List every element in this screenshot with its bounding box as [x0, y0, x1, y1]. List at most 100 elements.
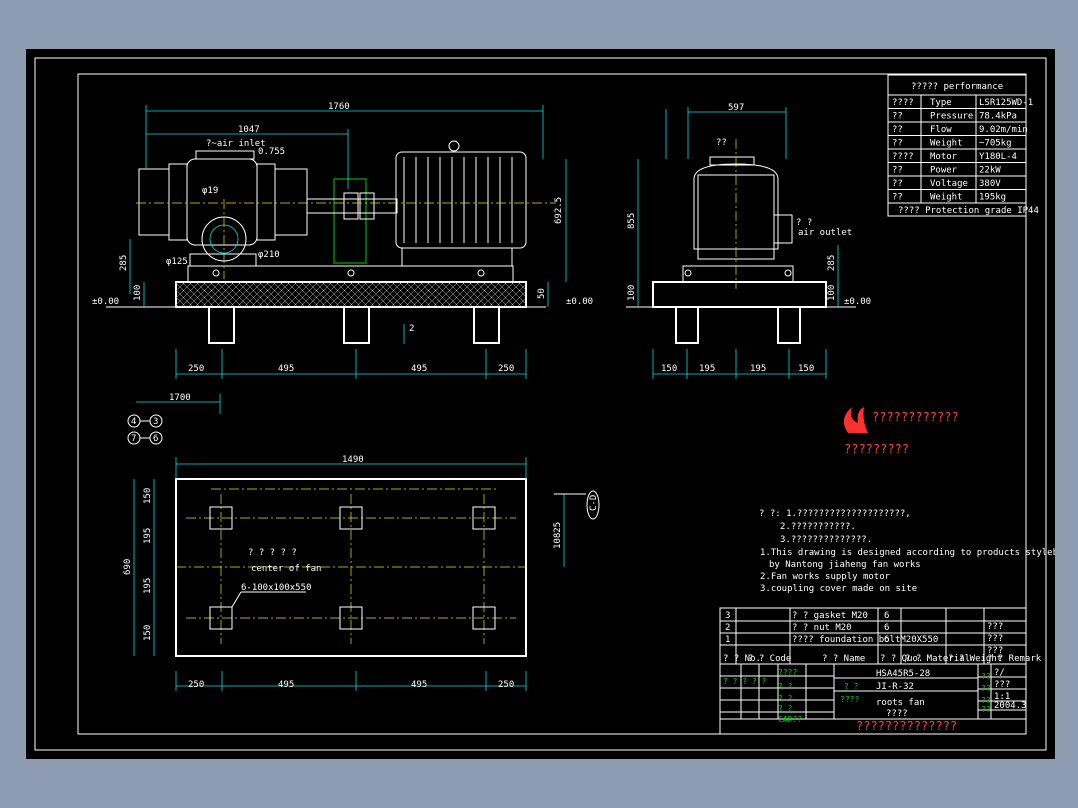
section-marks: 4 3 7 6 — [127, 414, 163, 445]
perf-row-0-cn: ???? — [892, 98, 914, 108]
perf-row-2-cn: ?? — [892, 125, 903, 135]
dim-690: 690 — [123, 559, 133, 575]
tb-company: ?????????????? — [856, 719, 957, 733]
side-foundation — [652, 281, 827, 308]
section-mark-1a: 4 — [131, 417, 136, 427]
section-mark-1b: 3 — [153, 417, 158, 427]
air-inlet-label: ?~air inlet — [206, 139, 266, 149]
part-qty-3: 6 — [884, 611, 889, 621]
blower-casing-side — [693, 163, 779, 250]
perf-row-3-en: Weight — [930, 139, 963, 149]
dim-2: 2 — [409, 324, 414, 334]
logo-line1: ???????????? — [872, 410, 959, 424]
coupling-guard — [333, 178, 367, 264]
hdr-name: ? ? Name — [822, 654, 865, 664]
title-block: ? ? ? ? ? ???? ? ? ? ? ? ? CAD?? ? ? ???… — [719, 663, 1027, 735]
svg-text:? ?: ? ? — [778, 682, 793, 691]
hdr-weight: ? ? Weight — [948, 654, 1002, 664]
tb-name-en: roots fan — [876, 698, 925, 708]
perf-row-5-en: Power — [930, 166, 958, 176]
perf-row-6-en: Voltage — [930, 179, 968, 189]
dim-1760: 1760 — [328, 102, 350, 112]
dim-10825: 10825 — [553, 522, 563, 549]
tb-ratio: 1:1 — [994, 692, 1010, 702]
tb-model: HSA45R5-28 — [876, 669, 930, 679]
note-cn-1: ? ?: 1.????????????????????, — [759, 509, 911, 519]
dim-285-side: 285 — [827, 255, 837, 271]
silencer-right — [274, 168, 308, 236]
dim-plan-b3: 495 — [411, 680, 427, 690]
logo-line2: ????????? — [844, 442, 909, 456]
level-right-side: ±0.00 — [844, 297, 871, 307]
perf-row-1-val: 78.4kPa — [979, 112, 1017, 122]
perf-row-7-val: 195kg — [979, 193, 1006, 203]
svg-text:? ?: ? ? — [778, 694, 793, 703]
perf-row-7-cn: ?? — [892, 193, 903, 203]
outlet-cn: ? ? — [796, 218, 812, 228]
dim-285-front: 285 — [119, 255, 129, 271]
part-qty-1: 6 — [884, 635, 889, 645]
perf-row-0-en: Type — [930, 98, 952, 108]
perf-row-7-en: Weight — [930, 193, 963, 203]
part-no-3: 3 — [725, 611, 730, 621]
part-remark-1: ??? — [987, 646, 1003, 656]
perf-row-1-cn: ?? — [892, 112, 903, 122]
tb-drawing-no: JI-R-32 — [876, 682, 914, 692]
dim-side-b4: 150 — [798, 364, 814, 374]
dim-plan-l4: 150 — [143, 625, 153, 641]
part-no-2: 2 — [725, 623, 730, 633]
pile-1 — [208, 306, 235, 344]
section-mark-cd: C-D — [589, 495, 599, 511]
level-right-front: ±0.00 — [566, 297, 593, 307]
dim-50: 50 — [537, 288, 547, 299]
hdr-code: ? ? Code — [748, 654, 791, 664]
section-mark-2a: 7 — [131, 434, 136, 444]
dim-plan-l3: 195 — [143, 578, 153, 594]
plan-foundation — [175, 478, 527, 657]
perf-row-4-en: Motor — [930, 152, 958, 162]
perf-row-2-val: 9.02m/min — [979, 125, 1028, 135]
part-remark-2: ??? — [987, 634, 1003, 644]
hdr-no: ? ? No. — [723, 654, 761, 664]
note-cn-3: 3.??????????????. — [780, 535, 872, 545]
dim-plan-b2: 495 — [278, 680, 294, 690]
side-view: 597 ?? 855 ? ? air outlet 285 100 100 ±0… — [626, 103, 871, 379]
dim-front-b1: 250 — [188, 364, 204, 374]
perf-row-3-cn: ?? — [892, 139, 903, 149]
dim-1047: 1047 — [238, 125, 260, 135]
technical-notes: ? ?: 1.????????????????????, 2.?????????… — [759, 509, 1055, 594]
air-outlet-label: air outlet — [798, 228, 852, 238]
performance-header: ????? performance — [911, 82, 1003, 92]
base-frame — [187, 265, 514, 283]
part-name-3: ? ? gasket M20 — [792, 611, 868, 621]
dim-front-b2: 495 — [278, 364, 294, 374]
dim-855: 855 — [627, 213, 637, 229]
dim-phi19: φ19 — [202, 186, 218, 196]
plan-view: 1490 ? ? ? ? ? center of fan 6-100x100x5… — [123, 455, 600, 691]
tb-cells-cn: ? ? ? ? ? — [723, 677, 767, 686]
section-mark-2b: 6 — [153, 434, 158, 444]
dim-597: 597 — [728, 103, 744, 113]
dim-side-b3: 195 — [750, 364, 766, 374]
dim-front-b4: 250 — [498, 364, 514, 374]
dim-phi125: φ125 — [166, 257, 188, 267]
perf-row-6-cn: ?? — [892, 179, 903, 189]
perf-row-6-val: 380V — [979, 179, 1001, 189]
perf-row-0-val: LSR125WD-1 — [979, 98, 1033, 108]
dim-plan-l2: 195 — [143, 528, 153, 544]
tb-name-cn: ???? — [886, 709, 908, 719]
dim-0755: 0.755 — [258, 147, 285, 157]
svg-text:??: ?? — [981, 696, 991, 705]
side-top-cn: ?? — [716, 138, 727, 148]
level-left: ±0.00 — [92, 297, 119, 307]
inlet-pipe — [195, 150, 255, 160]
front-view: 1760 1047 ?~air inlet 0.755 φ19 φ125 φ21… — [92, 102, 593, 414]
svg-text:? ?: ? ? — [778, 704, 793, 713]
dim-100-side-right: 100 — [827, 285, 837, 301]
svg-text:??: ?? — [981, 684, 991, 693]
dim-plan-l1: 150 — [143, 488, 153, 504]
dim-plan-b1: 250 — [188, 680, 204, 690]
